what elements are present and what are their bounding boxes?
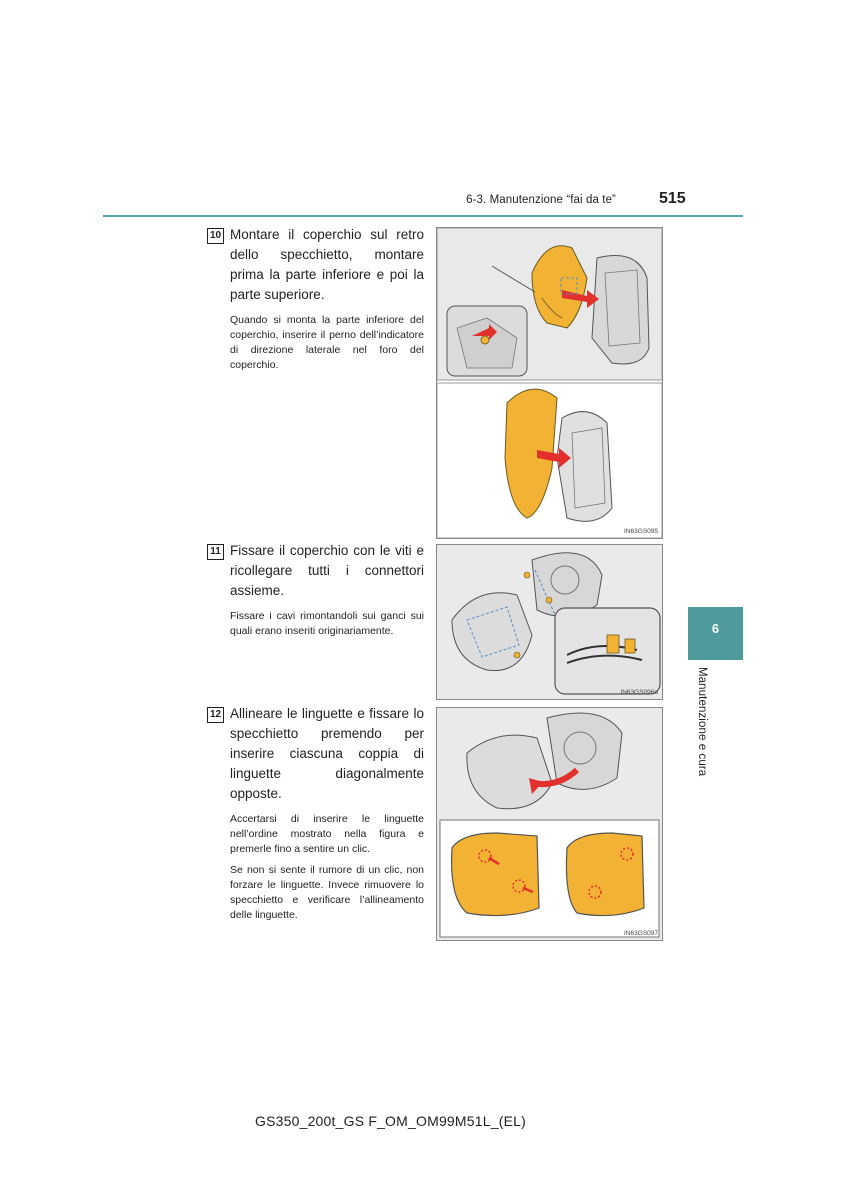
step-instruction: Fissare il coperchio con le viti e ricol… xyxy=(230,543,424,598)
mirror-tabs-figure: IN63GS097 xyxy=(436,707,663,941)
mirror-tabs-illustration xyxy=(439,712,660,938)
figure-code: IN63GS096a xyxy=(620,689,658,696)
step-note: Quando si monta la parte inferiore del c… xyxy=(230,314,424,371)
screws-connectors-figure: IN63GS096a xyxy=(436,544,663,700)
chapter-tab: 6 xyxy=(688,607,743,660)
step-number-badge: 10 xyxy=(207,228,224,244)
step-note: Accertarsi di inserire le linguette nell… xyxy=(230,813,424,855)
step-number-badge: 12 xyxy=(207,707,224,723)
step-12: 12 Allineare le linguette e fissare lo s… xyxy=(207,704,424,923)
mirror-cover-illustration xyxy=(437,228,662,538)
chapter-label: Manutenzione e cura xyxy=(696,667,708,777)
footer-model-code: GS350_200t_GS F_OM_OM99M51L_(EL) xyxy=(255,1113,526,1129)
step-11: 11 Fissare il coperchio con le viti e ri… xyxy=(207,541,424,639)
figure-code: IN63GS095 xyxy=(624,528,658,535)
figure-code: IN63GS097 xyxy=(624,930,658,937)
section-title: 6-3. Manutenzione “fai da te” xyxy=(466,194,616,206)
mirror-cover-figure: IN63GS095 xyxy=(436,227,663,539)
step-10: 10 Montare il coperchio sul retro dello … xyxy=(207,225,424,373)
step-number-badge: 11 xyxy=(207,544,224,560)
chapter-number: 6 xyxy=(711,621,720,636)
page-number: 515 xyxy=(659,190,686,207)
step-note: Fissare i cavi rimontandoli sui ganci su… xyxy=(230,610,424,637)
step-instruction: Allineare le linguette e fissare lo spec… xyxy=(230,706,424,801)
step-instruction: Montare il coperchio sul retro dello spe… xyxy=(230,227,424,302)
header-divider xyxy=(103,215,743,217)
screws-connectors-illustration xyxy=(451,552,661,695)
step-note: Se non si sente il rumore di un clic, no… xyxy=(230,864,424,921)
